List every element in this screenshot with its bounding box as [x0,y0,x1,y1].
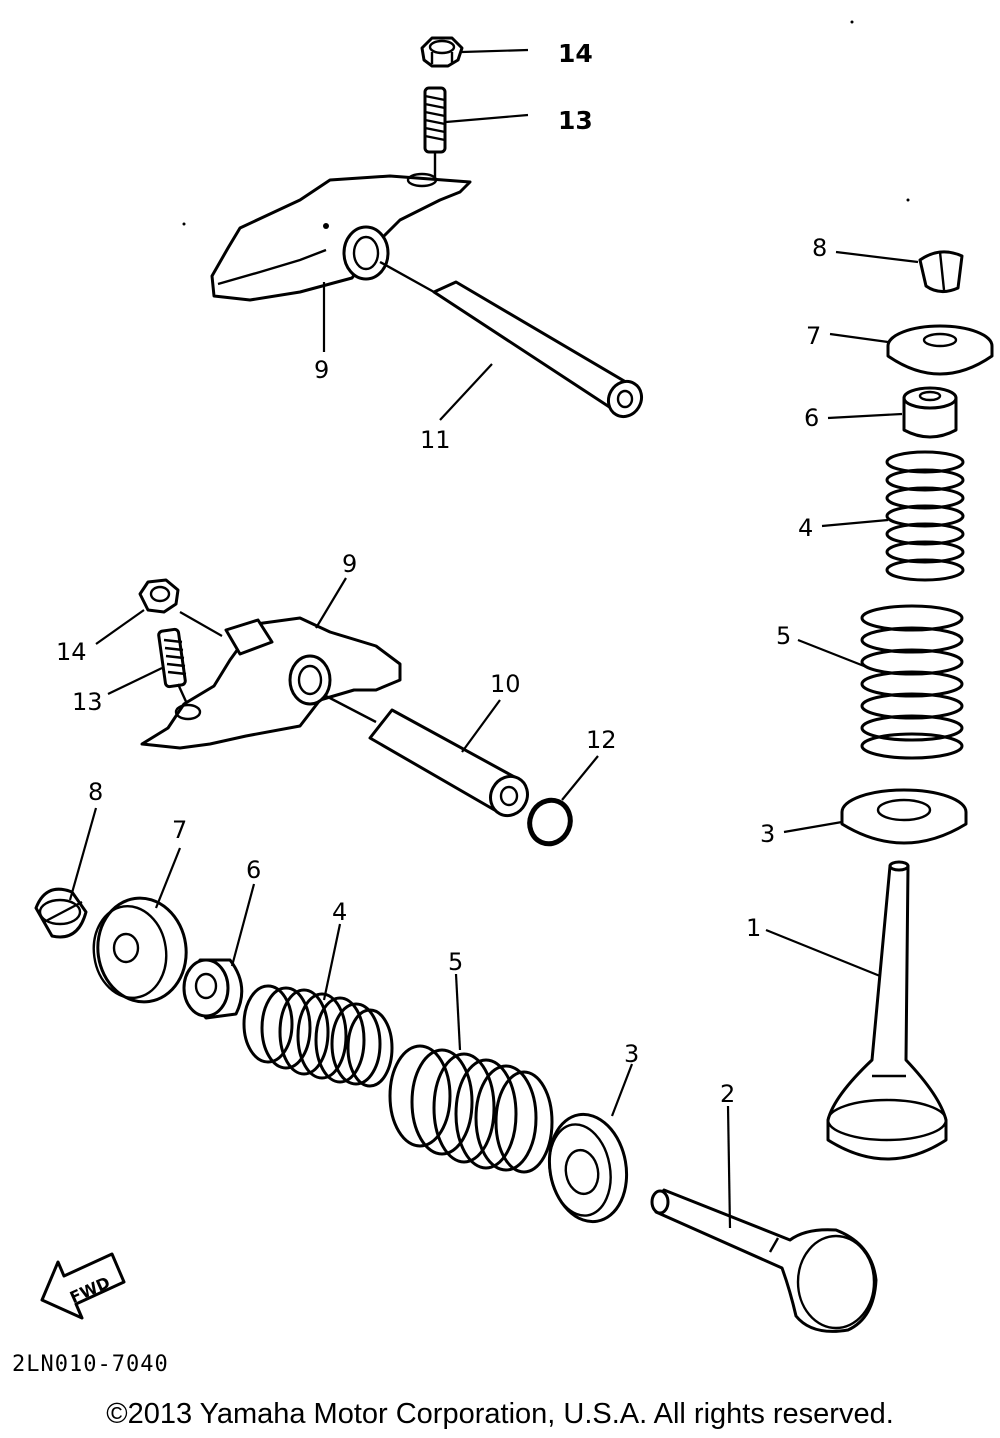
low-stem-seal [182,958,244,1020]
label-low-cotter: 8 [88,778,103,806]
label-low-seat: 3 [624,1040,639,1068]
mid-adjuster-screw [157,627,190,707]
low-spring-seat [547,1112,629,1224]
right-spring-retainer [886,324,994,376]
label-low-valve: 2 [720,1080,735,1108]
mid-adjuster-nut [138,578,180,614]
label-right-seal: 6 [804,404,819,432]
label-top-nut: 14 [558,39,593,68]
low-inner-spring [242,984,394,1088]
label-mid-shaft: 10 [490,670,521,698]
label-mid-screw: 13 [72,688,103,716]
top-rocker-arm [210,172,472,302]
label-right-retainer: 7 [806,322,821,350]
right-spring-seat [840,788,968,845]
label-top-screw: 13 [558,106,593,135]
label-right-valve: 1 [746,914,761,942]
label-top-shaft: 11 [420,426,451,454]
label-top-arm: 9 [314,356,329,384]
low-spring-retainer [92,896,188,1004]
diagram-code: 2LN010-7040 [12,1352,169,1377]
top-rocker-shaft [379,260,644,419]
right-outer-spring [860,604,964,760]
right-stem-seal [902,386,958,439]
label-low-retainer: 7 [172,816,187,844]
top-adjuster-nut [420,36,464,68]
right-valve [826,860,948,1161]
copyright-notice: ©2013 Yamaha Motor Corporation, U.S.A. A… [106,1398,894,1430]
label-mid-nut: 14 [56,638,87,666]
low-outer-spring [388,1044,554,1174]
low-valve-cotter [34,887,88,939]
low-valve [650,1188,878,1333]
top-adjuster-screw [423,86,447,178]
label-low-outer-spring: 5 [448,948,463,976]
label-low-seal: 6 [246,856,261,884]
label-right-outer-spring: 5 [776,622,791,650]
label-right-seat: 3 [760,820,775,848]
mid-o-ring [527,797,573,847]
right-valve-cotter [918,250,964,293]
mid-rocker-shaft [325,694,529,818]
label-right-cotter: 8 [812,234,827,262]
label-mid-ring: 12 [586,726,617,754]
fwd-arrow-icon: FWD [40,1252,126,1320]
label-mid-arm: 9 [342,550,357,578]
label-low-inner-spring: 4 [332,898,347,926]
mid-rocker-arm [140,616,402,750]
right-inner-spring [885,450,965,582]
label-right-inner-spring: 4 [798,514,813,542]
